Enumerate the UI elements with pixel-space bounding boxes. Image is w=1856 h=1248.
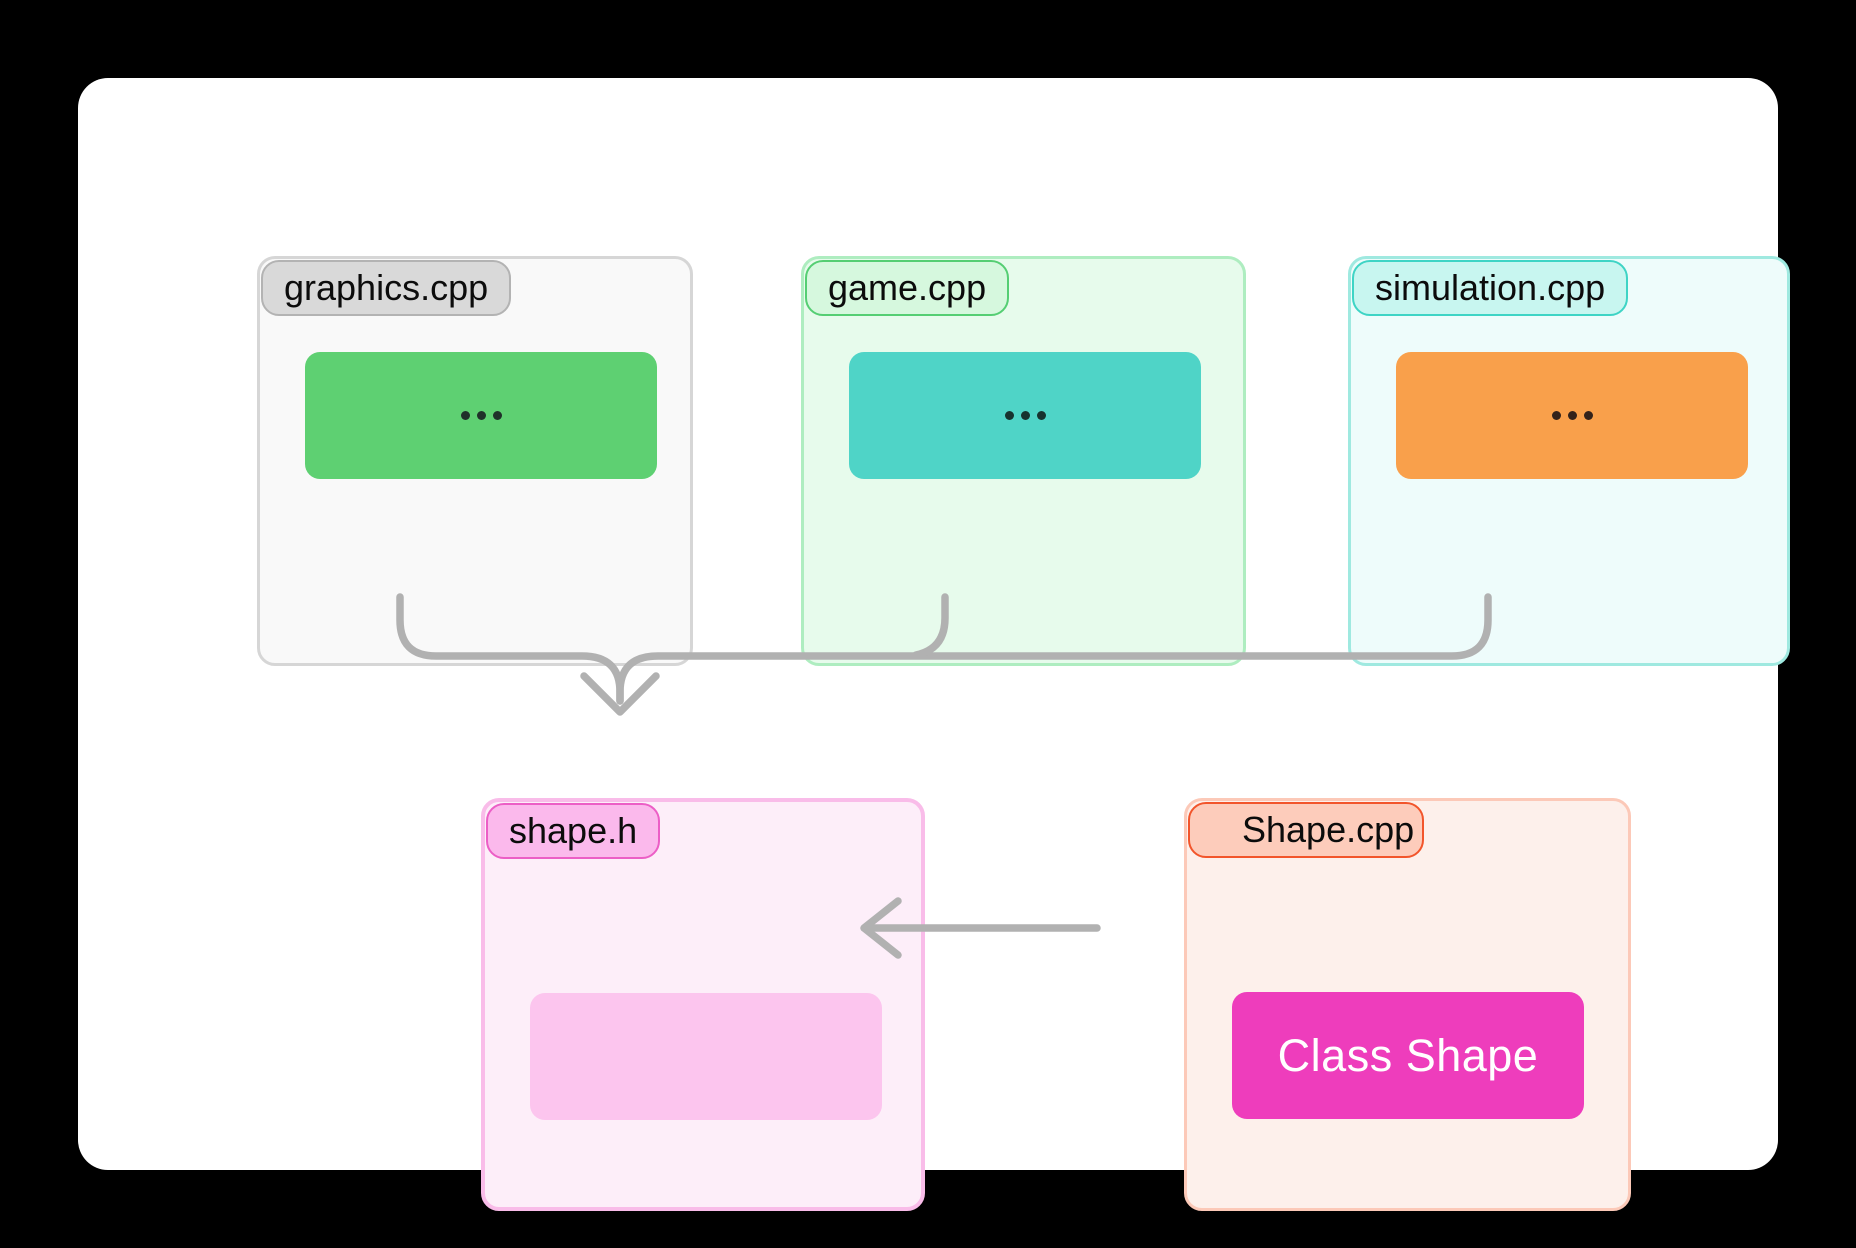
file-box-shape-cpp: Shape.cpp Class Shape — [1184, 798, 1631, 1211]
file-box-shape-h: shape.h — [481, 798, 925, 1211]
file-label-game-cpp: game.cpp — [805, 260, 1010, 316]
file-box-game-cpp: game.cpp — [801, 256, 1246, 666]
file-label-shape-h: shape.h — [486, 803, 661, 859]
file-label-text: game.cpp — [828, 267, 987, 308]
class-shape-label: Class Shape — [1277, 1029, 1539, 1081]
class-shape-block: Class Shape — [1232, 992, 1584, 1119]
file-box-simulation-cpp: simulation.cpp — [1348, 256, 1790, 666]
file-box-graphics-cpp: graphics.cpp — [257, 256, 693, 666]
file-label-text: simulation.cpp — [1375, 267, 1606, 308]
file-label-shape-cpp: Shape.cpp — [1188, 802, 1425, 858]
file-label-simulation-cpp: simulation.cpp — [1352, 260, 1629, 316]
file-label-text: graphics.cpp — [284, 267, 489, 308]
code-block-graphics-cpp — [305, 352, 657, 479]
ellipsis-icon — [1551, 411, 1593, 420]
file-label-text: Shape.cpp — [1242, 809, 1415, 850]
code-block-shape-h — [530, 993, 882, 1120]
code-block-game-cpp — [849, 352, 1201, 479]
diagram-card: graphics.cpp game.cpp simulation.cpp — [78, 78, 1790, 1211]
file-label-graphics-cpp: graphics.cpp — [261, 260, 512, 316]
ellipsis-icon — [1004, 411, 1046, 420]
ellipsis-icon — [460, 411, 502, 420]
file-label-text: shape.h — [509, 810, 638, 851]
code-block-simulation-cpp — [1396, 352, 1748, 479]
